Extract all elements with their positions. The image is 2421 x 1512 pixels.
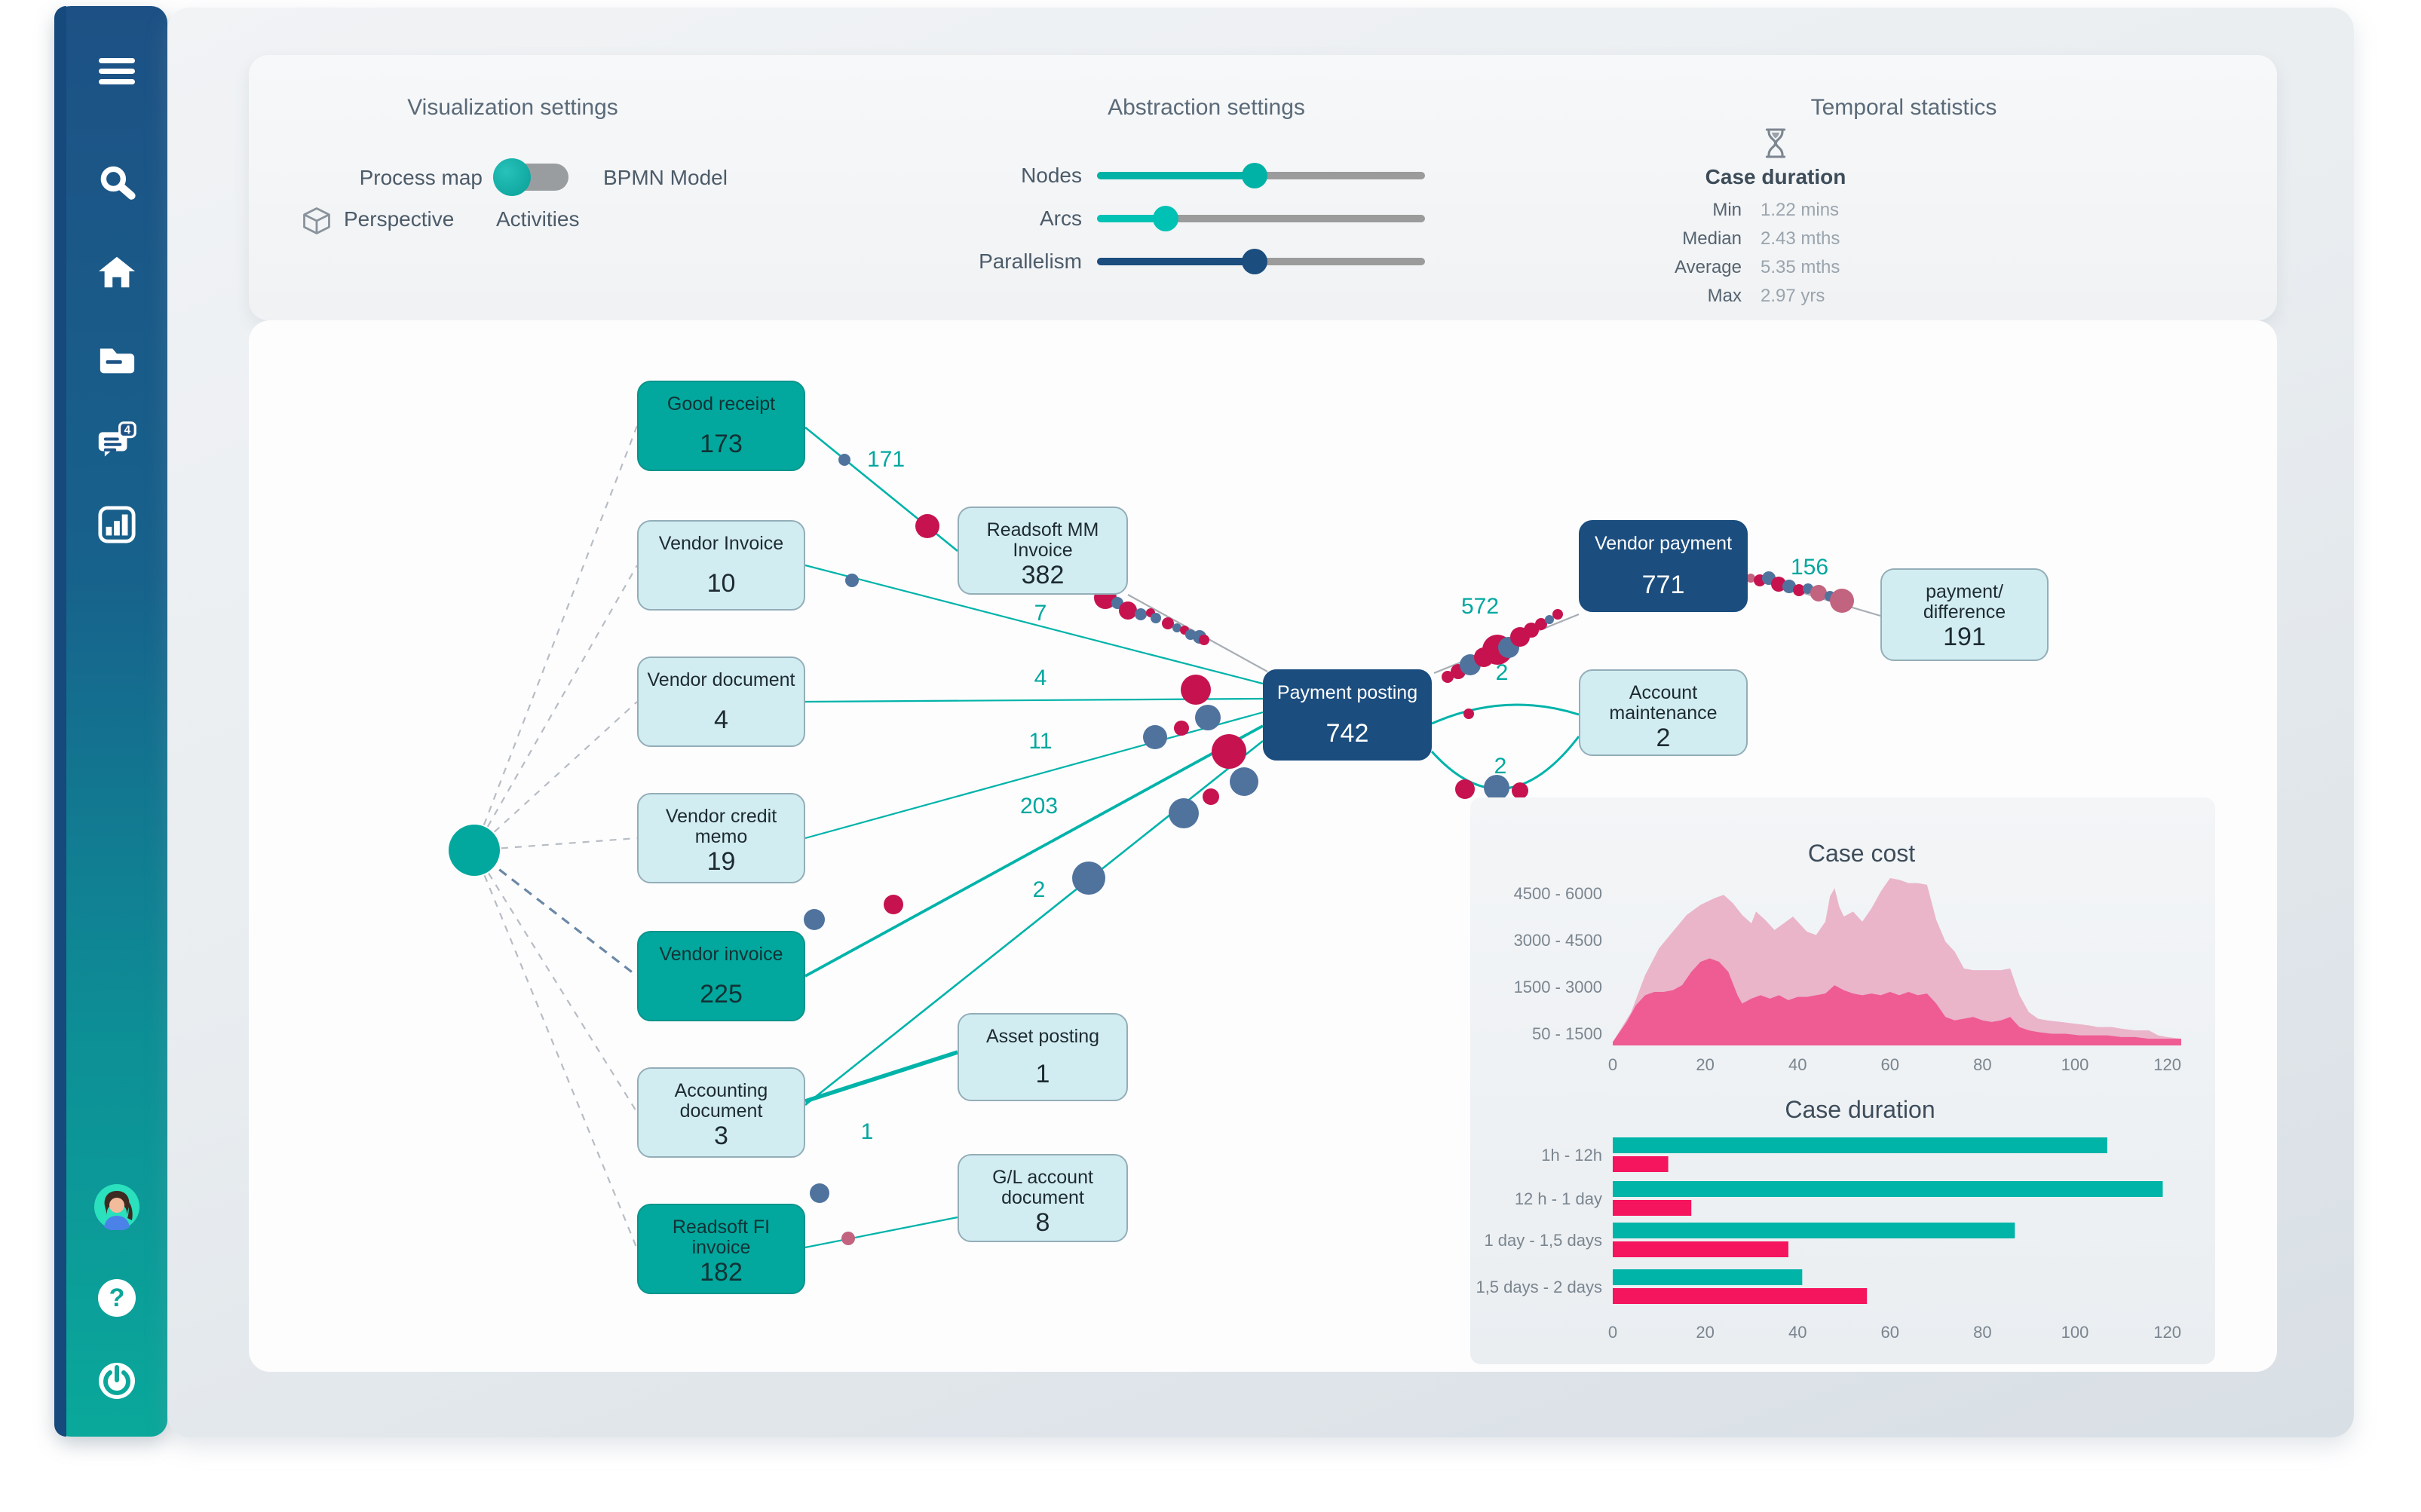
nodes-slider-label: Nodes [1021,164,1082,187]
edge-label-2b: 2 [1495,660,1509,685]
svg-text:20: 20 [1696,1055,1714,1074]
visualization-settings-title: Visualization settings [407,95,618,120]
perspective-label: Perspective [344,207,455,231]
home-icon[interactable] [97,253,136,292]
abstraction-settings-title: Abstraction settings [1108,95,1305,120]
svg-text:1h - 12h: 1h - 12h [1541,1146,1602,1165]
svg-text:0: 0 [1608,1055,1617,1074]
svg-text:60: 60 [1881,1323,1899,1342]
svg-text:50 - 1500: 50 - 1500 [1532,1024,1602,1043]
nodes-slider[interactable] [1097,163,1425,188]
case-duration-subtitle: Case duration [1705,165,1846,188]
svg-text:4500 - 6000: 4500 - 6000 [1514,884,1602,903]
menu-icon[interactable] [97,52,136,91]
edge-label-7: 7 [1034,601,1047,626]
svg-text:1,5 days - 2 days: 1,5 days - 2 days [1476,1278,1602,1296]
perspective-value[interactable]: Activities [496,207,580,231]
svg-text:20: 20 [1696,1323,1714,1342]
bar-chart-icon[interactable] [97,505,136,544]
process-map-edges [449,425,1881,1250]
stat-max-value: 2.97 yrs [1761,286,1825,306]
messages-icon[interactable]: 4 [97,421,136,461]
badge-count: 4 [124,424,131,437]
bpmn-model-label: BPMN Model [603,166,728,189]
folder-icon[interactable] [97,340,136,379]
toggle-knob[interactable] [493,158,531,196]
settings-bar: Visualization settings Process map BPMN … [249,55,2277,320]
edge-label-2c: 2 [1494,754,1507,779]
svg-text:100: 100 [2061,1055,2089,1074]
svg-text:3000 - 4500: 3000 - 4500 [1514,931,1602,950]
charts-panel: Case cost Case duration 4500 - 6000 3000 … [1470,797,2215,1364]
edge-dots [804,454,1854,1245]
svg-text:100: 100 [2061,1323,2089,1342]
svg-text:0: 0 [1608,1323,1617,1342]
view-mode-toggle[interactable] [493,158,568,196]
stat-min-value: 1.22 mins [1761,200,1840,220]
svg-text:1 day - 1,5 days: 1 day - 1,5 days [1484,1231,1602,1250]
case-cost-chart-title: Case cost [1807,840,1916,867]
svg-text:1500 - 3000: 1500 - 3000 [1514,978,1602,996]
edge-label-156: 156 [1790,555,1829,580]
case-duration-chart-title: Case duration [1785,1096,1935,1123]
svg-text:80: 80 [1973,1055,1991,1074]
temporal-statistics-title: Temporal statistics [1810,95,1997,120]
main-panel: Visualization settings Process map BPMN … [167,8,2354,1437]
parallelism-slider-label: Parallelism [979,249,1082,273]
process-map-label: Process map [359,166,483,189]
avatar[interactable] [93,1183,140,1230]
power-icon[interactable] [97,1361,136,1400]
arcs-slider-label: Arcs [1040,207,1082,230]
help-icon[interactable]: ? [97,1278,136,1318]
charts-svg: 4500 - 6000 3000 - 4500 1500 - 3000 50 - 15… [1476,878,2181,1342]
svg-text:40: 40 [1788,1323,1807,1342]
svg-text:40: 40 [1788,1055,1807,1074]
arcs-slider[interactable] [1097,206,1425,231]
svg-text:12 h - 1 day: 12 h - 1 day [1515,1189,1602,1208]
stat-min-label: Min [1712,200,1742,220]
sidebar: 4 ? [54,6,167,1437]
edge-label-4: 4 [1034,666,1047,690]
svg-text:120: 120 [2153,1323,2181,1342]
edge-label-171: 171 [866,447,906,472]
hourglass-icon [1762,127,1789,164]
edge-label-1: 1 [860,1119,874,1144]
svg-text:80: 80 [1973,1323,1991,1342]
edge-label-572: 572 [1460,594,1500,619]
parallelism-slider[interactable] [1097,249,1425,274]
stat-average-value: 5.35 mths [1761,257,1840,277]
edge-label-11: 11 [1028,729,1053,754]
search-icon[interactable] [97,164,136,203]
svg-text:120: 120 [2153,1055,2181,1074]
stat-average-label: Average [1675,257,1742,277]
edge-label-2: 2 [1032,877,1046,902]
svg-text:60: 60 [1881,1055,1899,1074]
perspective-cube-icon [302,206,332,240]
sidebar-accent-strip [54,6,66,1437]
svg-text:?: ? [109,1284,125,1312]
edge-label-203: 203 [1019,794,1059,819]
stat-median-label: Median [1682,228,1742,249]
start-node[interactable] [449,825,500,876]
stat-median-value: 2.43 mths [1761,228,1840,249]
stat-max-label: Max [1707,286,1742,306]
